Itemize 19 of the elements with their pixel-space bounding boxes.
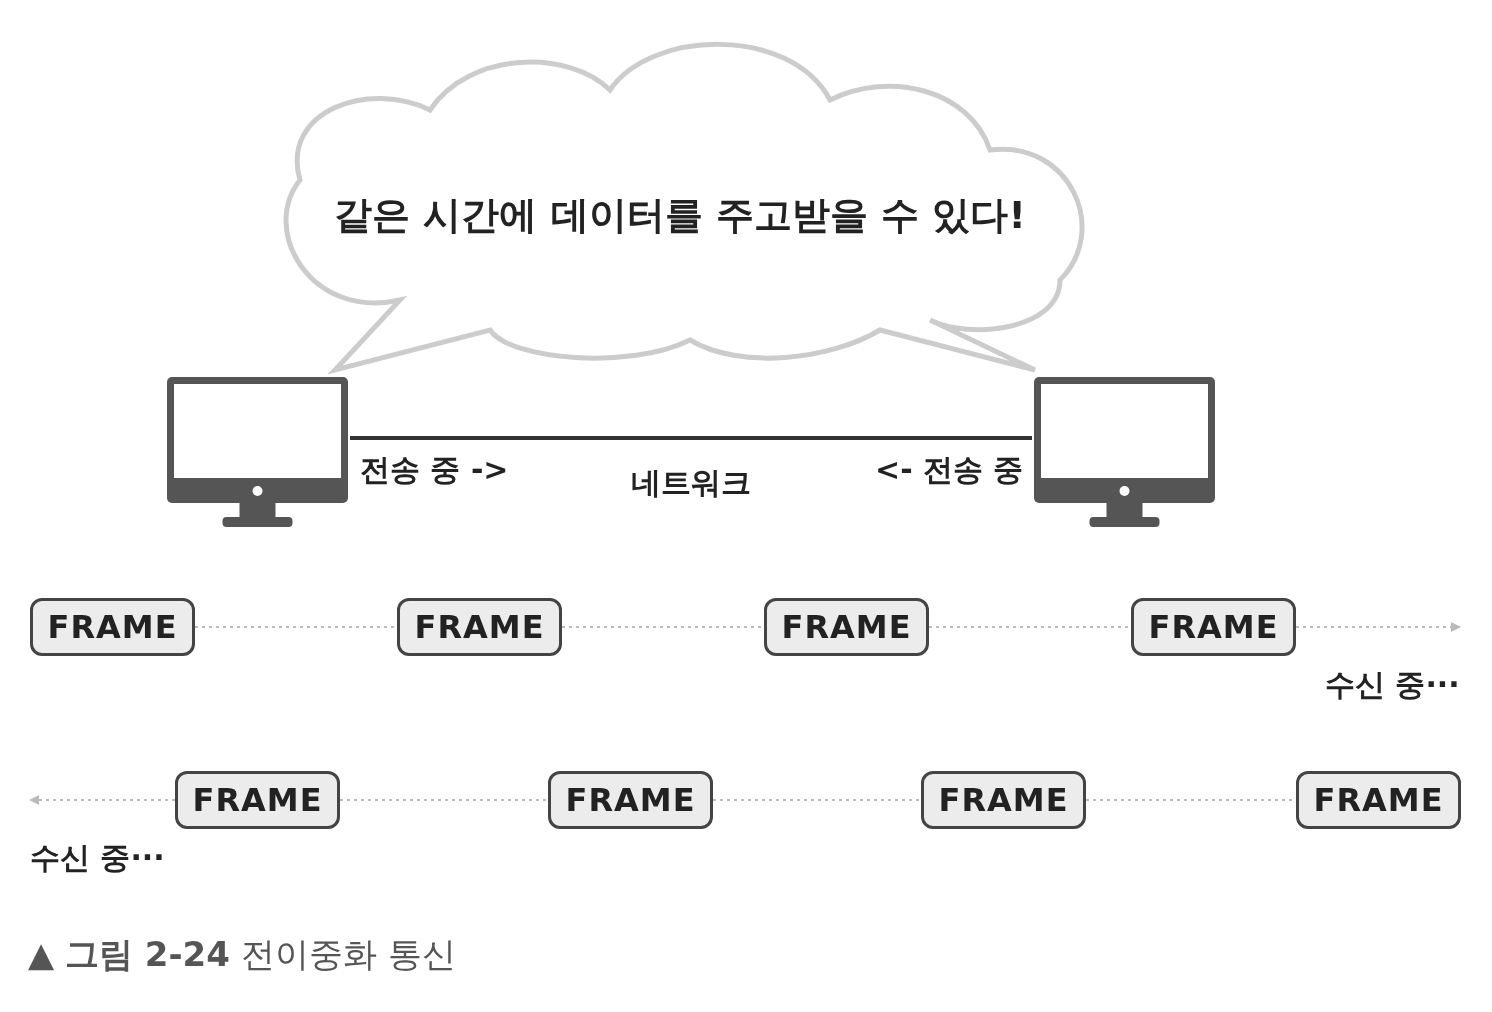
frame-box: FRAME — [764, 598, 929, 656]
arrow — [1295, 622, 1461, 632]
frame-box: FRAME — [1296, 771, 1461, 829]
dotted-line — [339, 799, 549, 801]
note-text: 수신 중··· — [1325, 666, 1460, 704]
cloud-text: 같은 시간에 데이터를 주고받을 수 있다! — [333, 192, 1027, 239]
frame-box: FRAME — [921, 771, 1086, 829]
frame-box: FRAME — [1131, 598, 1296, 656]
frame-box: FRAME — [548, 771, 713, 829]
frame-box: FRAME — [30, 598, 195, 656]
note-text: 전송 중 -> — [360, 451, 509, 489]
network-line — [350, 436, 1032, 440]
dotted-line — [712, 799, 922, 801]
note-text: <- 전송 중 — [875, 451, 1024, 489]
frame-box: FRAME — [397, 598, 562, 656]
frame-box: FRAME — [175, 771, 340, 829]
figure-caption: ▲ 그림 2-24 전이중화 통신 — [28, 933, 456, 976]
note-text: 수신 중··· — [30, 839, 165, 877]
arrow — [29, 795, 176, 805]
